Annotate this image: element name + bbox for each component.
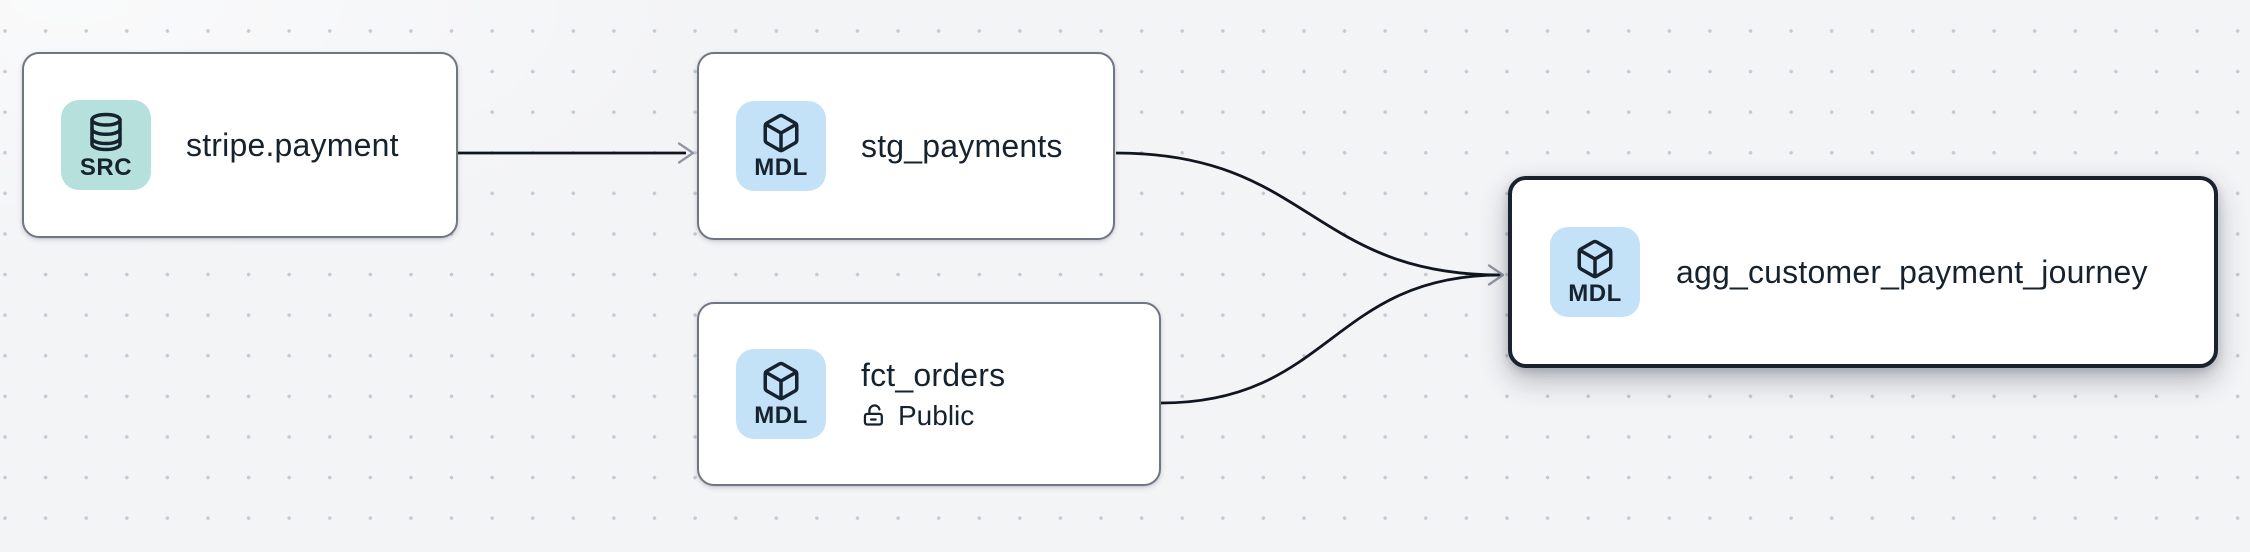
box-icon <box>763 361 799 401</box>
edge-fct-orders-to-agg-customer-payment-journey[interactable] <box>1160 273 1502 405</box>
badge-label: SRC <box>79 154 133 181</box>
badge-label: MDL <box>754 154 808 181</box>
node-title: fct_orders <box>861 356 1006 393</box>
node-title: stripe.payment <box>186 126 399 163</box>
badge-label: MDL <box>754 402 808 429</box>
unlock-icon <box>863 404 883 427</box>
node-fct-orders[interactable]: MDL fct_orders Public <box>697 302 1161 486</box>
node-stripe-payment[interactable]: SRC stripe.payment <box>22 52 458 238</box>
model-type-badge: MDL <box>736 349 826 439</box>
database-icon <box>90 112 122 152</box>
access-row: Public <box>861 399 1005 432</box>
edge-stg-payments-to-agg-customer-payment-journey[interactable] <box>1115 151 1502 277</box>
badge-label: MDL <box>1568 280 1622 307</box>
source-type-badge: SRC <box>61 100 151 190</box>
model-type-badge: MDL <box>1550 227 1640 317</box>
node-agg-customer-payment-journey[interactable]: MDL agg_customer_payment_journey <box>1508 176 2218 368</box>
model-type-badge: MDL <box>736 101 826 191</box>
box-icon <box>1577 239 1613 279</box>
node-stg-payments[interactable]: MDL stg_payments <box>697 52 1115 240</box>
access-label: Public <box>898 399 975 431</box>
arrowhead-icon <box>677 142 695 164</box>
node-title: stg_payments <box>861 127 1063 164</box>
arrowhead-icon <box>1487 264 1505 286</box>
node-title: agg_customer_payment_journey <box>1676 253 2148 290</box>
box-icon <box>763 113 799 153</box>
